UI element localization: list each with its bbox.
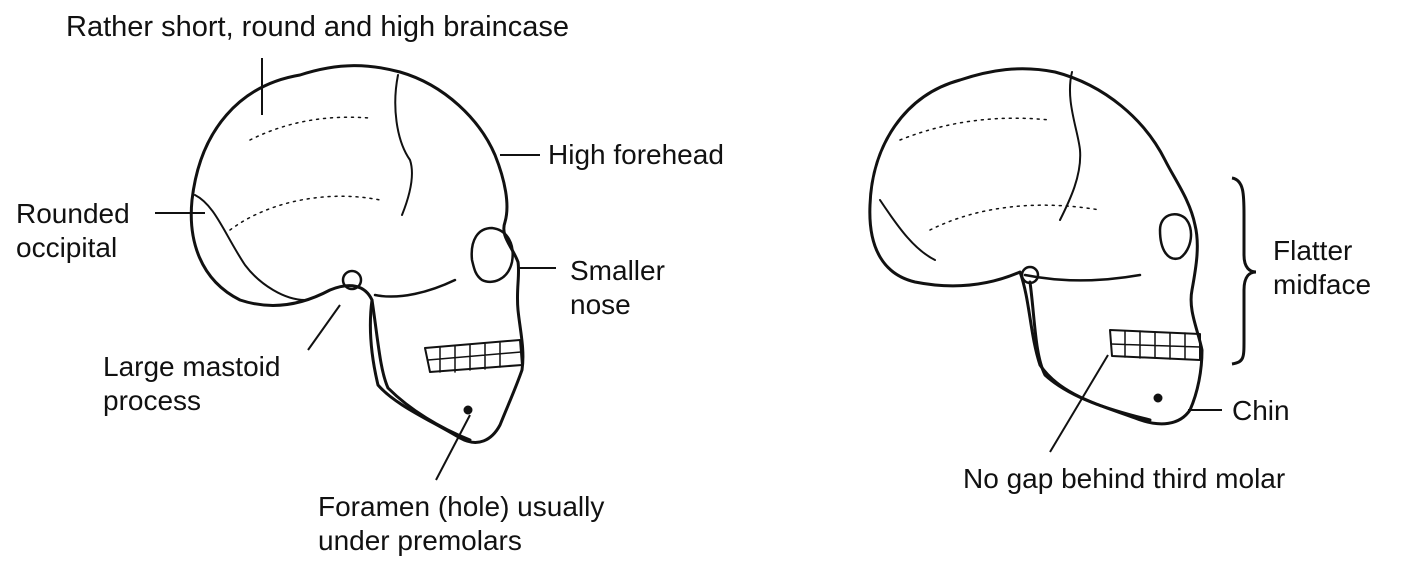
label-chin: Chin <box>1232 394 1290 428</box>
label-mastoid-process-line1: Large mastoid <box>103 350 280 384</box>
right-leader-lines <box>1050 178 1256 452</box>
label-rounded-occipital: Rounded occipital <box>16 197 130 265</box>
label-no-gap-molar: No gap behind third molar <box>963 462 1285 496</box>
label-smaller-nose-line1: Smaller <box>570 254 665 288</box>
label-flatter-midface-line1: Flatter <box>1273 234 1371 268</box>
label-foramen-line1: Foramen (hole) usually <box>318 490 604 524</box>
label-smaller-nose-line2: nose <box>570 288 665 322</box>
right-skull-drawing <box>870 69 1202 424</box>
label-flatter-midface-line2: midface <box>1273 268 1371 302</box>
label-foramen: Foramen (hole) usually under premolars <box>318 490 604 558</box>
label-mastoid-process: Large mastoid process <box>103 350 280 418</box>
label-rounded-occipital-line1: Rounded <box>16 197 130 231</box>
label-flatter-midface: Flatter midface <box>1273 234 1371 302</box>
label-foramen-line2: under premolars <box>318 524 604 558</box>
label-rounded-occipital-line2: occipital <box>16 231 130 265</box>
label-braincase: Rather short, round and high braincase <box>66 10 569 44</box>
label-high-forehead: High forehead <box>548 138 724 172</box>
label-smaller-nose: Smaller nose <box>570 254 665 322</box>
midface-brace <box>1232 178 1256 364</box>
label-mastoid-process-line2: process <box>103 384 280 418</box>
